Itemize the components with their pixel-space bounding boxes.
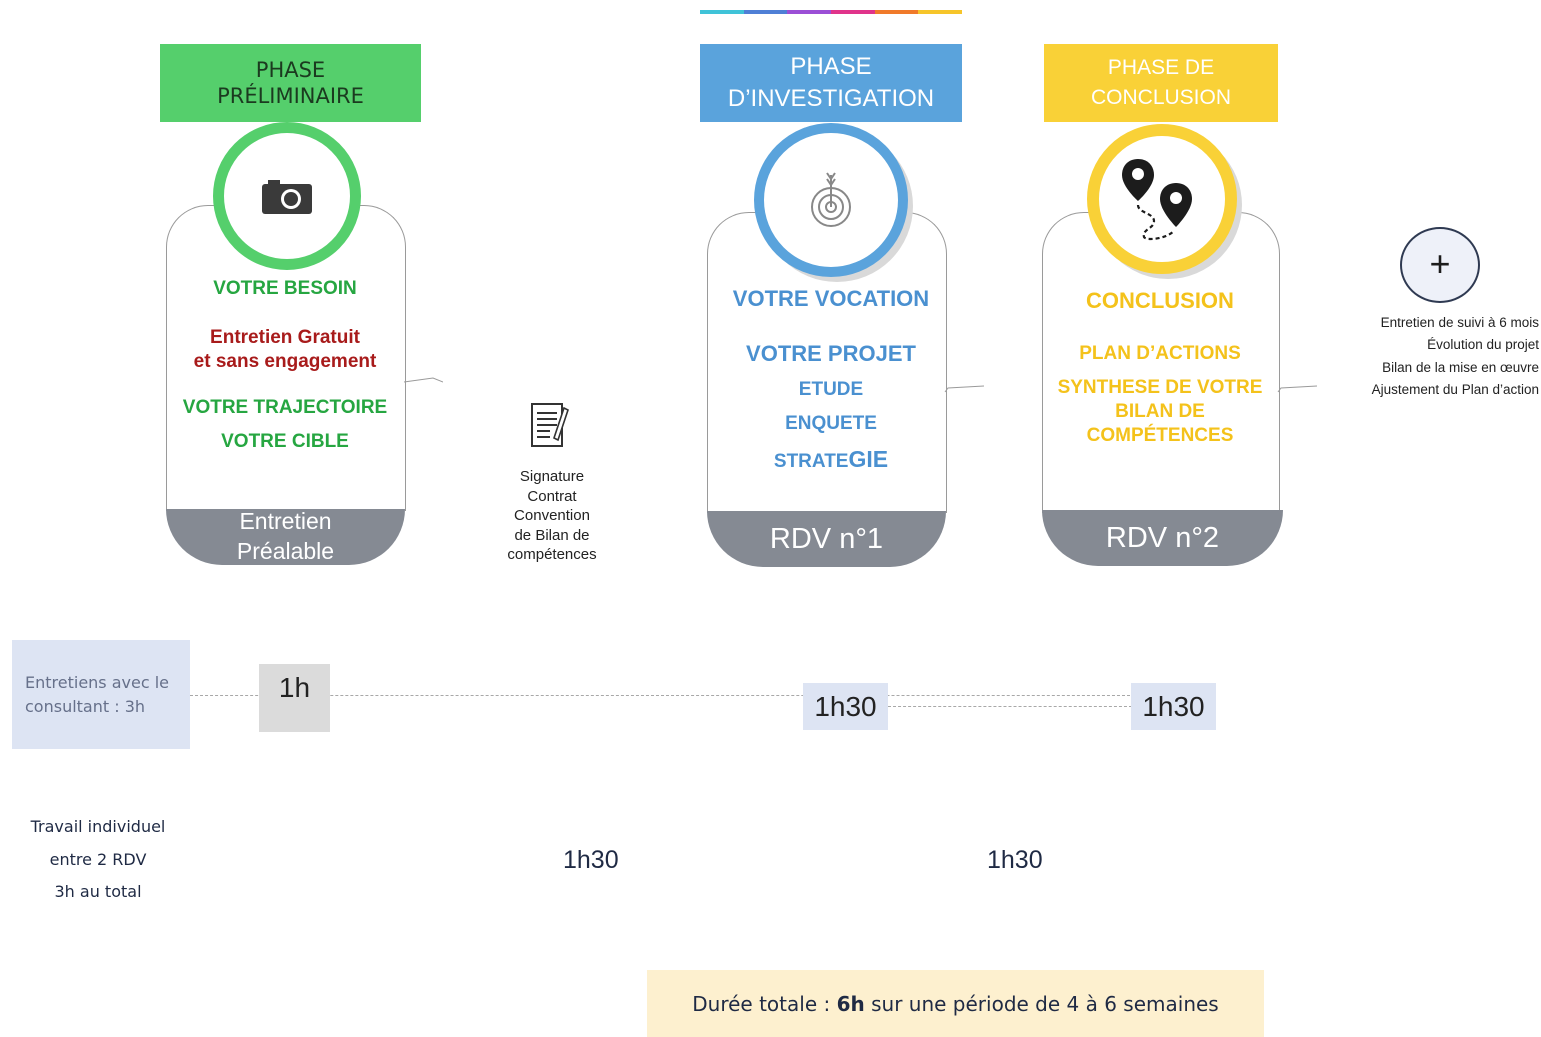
bubble-tail-3 (1277, 385, 1317, 393)
timeline-dotted-line (190, 695, 1130, 696)
target-circle (754, 123, 908, 277)
signature-line2: Contrat (527, 487, 577, 505)
total-prefix: Durée totale : (692, 991, 837, 1016)
duration-rdv1: 1h30 (803, 683, 888, 730)
phase-title-line1: PHASE (255, 57, 326, 82)
enquete: ENQUETE (785, 413, 877, 434)
phase-title-line2: D’INVESTIGATION (727, 85, 935, 112)
phase-title-line1: PHASE DE (1107, 55, 1215, 79)
camera-circle (213, 122, 361, 270)
duration-1h-label: 1h (278, 672, 311, 703)
votre-projet: VOTRE PROJET (746, 341, 916, 366)
votre-cible: VOTRE CIBLE (221, 431, 349, 452)
synthese-line3: COMPÉTENCES (1086, 425, 1234, 446)
phase-preliminaire-footer: Entretien Préalable (166, 508, 405, 565)
plus-icon: + (1429, 243, 1451, 284)
duration-rdv2-label: 1h30 (1142, 690, 1205, 722)
individual-duration-1: 1h30 (563, 846, 619, 874)
followup-text: Entretien de suivi à 6 mois Évolution du… (1330, 312, 1539, 402)
entretiens-label-box: Entretiens avec le consultant : 3h (12, 640, 190, 749)
footer-line1: Entretien (239, 508, 332, 535)
phase-investigation-footer: RDV n°1 (707, 511, 946, 567)
votre-trajectoire: VOTRE TRAJECTOIRE (182, 397, 388, 418)
plus-circle: + (1400, 227, 1480, 303)
entretien-gratuit-note: Entretien Gratuit et sans engagement (166, 326, 404, 374)
phase-title-line2: PRÉLIMINAIRE (217, 84, 364, 108)
signature-line5: compétences (507, 546, 597, 564)
phase-title-line2: CONCLUSION (1090, 86, 1232, 109)
synthese-bilan: SYNTHESE DE VOTRE BILAN DE COMPÉTENCES (1032, 376, 1288, 448)
signature-line4: de Bilan de (514, 526, 590, 544)
phase-conclusion-card (1042, 212, 1280, 513)
entretiens-line2: consultant : 3h (25, 696, 146, 716)
phase-conclusion-header: PHASE DE CONCLUSION (1044, 44, 1278, 122)
phase-investigation-header: PHASE D’INVESTIGATION (700, 44, 962, 122)
footer-rdv2: RDV n°2 (1105, 521, 1220, 554)
followup-line3: Bilan de la mise en œuvre (1382, 359, 1539, 375)
bubble-tail-2 (944, 385, 984, 393)
map-pins-circle (1087, 124, 1237, 274)
etude: ETUDE (798, 379, 864, 400)
map-pins-icon (1122, 159, 1192, 241)
entretiens-line1: Entretiens avec le (25, 672, 170, 692)
plan-actions: PLAN D’ACTIONS (1079, 343, 1241, 364)
footer-rdv1: RDV n°1 (769, 522, 884, 555)
duration-rdv1-label: 1h30 (814, 690, 877, 722)
bubble-tail-1 (403, 377, 443, 383)
synthese-line1: SYNTHESE DE VOTRE (1057, 377, 1263, 398)
followup-line4: Ajustement du Plan d’action (1371, 382, 1539, 398)
travail-individuel: Travail individuel entre 2 RDV 3h au tot… (18, 811, 178, 909)
conclusion-heading: CONCLUSION (1086, 288, 1234, 313)
signature-text: Signature Contrat Convention de Bilan de… (492, 467, 612, 565)
document-pen-icon (531, 403, 569, 447)
strategie-part2: GIE (848, 446, 889, 472)
signature-line3: Convention (514, 507, 590, 525)
travail-line3: 3h au total (54, 882, 142, 901)
phase-preliminaire-header: PHASE PRÉLIMINAIRE (160, 44, 421, 122)
target-icon (811, 172, 851, 227)
phase-conclusion-footer: RDV n°2 (1042, 510, 1283, 566)
travail-line1: Travail individuel (30, 817, 166, 836)
strategie: STRATEGIE (707, 446, 955, 473)
note-line1: Entretien Gratuit (210, 327, 360, 348)
total-bold: 6h (836, 991, 865, 1016)
votre-vocation: VOTRE VOCATION (732, 286, 930, 311)
total-suffix: sur une période de 4 à 6 semaines (864, 991, 1219, 1016)
votre-besoin: VOTRE BESOIN (213, 278, 357, 299)
followup-line2: Évolution du projet (1427, 337, 1539, 353)
note-line2: et sans engagement (193, 351, 377, 372)
timeline-dotted-line-2 (888, 706, 1132, 707)
strategie-part1: STRATE (773, 451, 849, 472)
travail-line2: entre 2 RDV (49, 849, 147, 869)
duration-rdv2: 1h30 (1131, 683, 1216, 730)
individual-duration-2: 1h30 (987, 846, 1043, 874)
synthese-line2: BILAN DE (1115, 401, 1205, 422)
duration-1h: 1h (259, 664, 330, 732)
followup-line1: Entretien de suivi à 6 mois (1380, 315, 1539, 330)
signature-line1: Signature (519, 468, 585, 485)
camera-icon (262, 180, 312, 214)
footer-line2: Préalable (236, 538, 335, 564)
top-color-bar (700, 10, 963, 14)
total-duration-box: Durée totale : 6h sur une période de 4 à… (647, 970, 1264, 1037)
phase-title-line1: PHASE (790, 52, 872, 80)
